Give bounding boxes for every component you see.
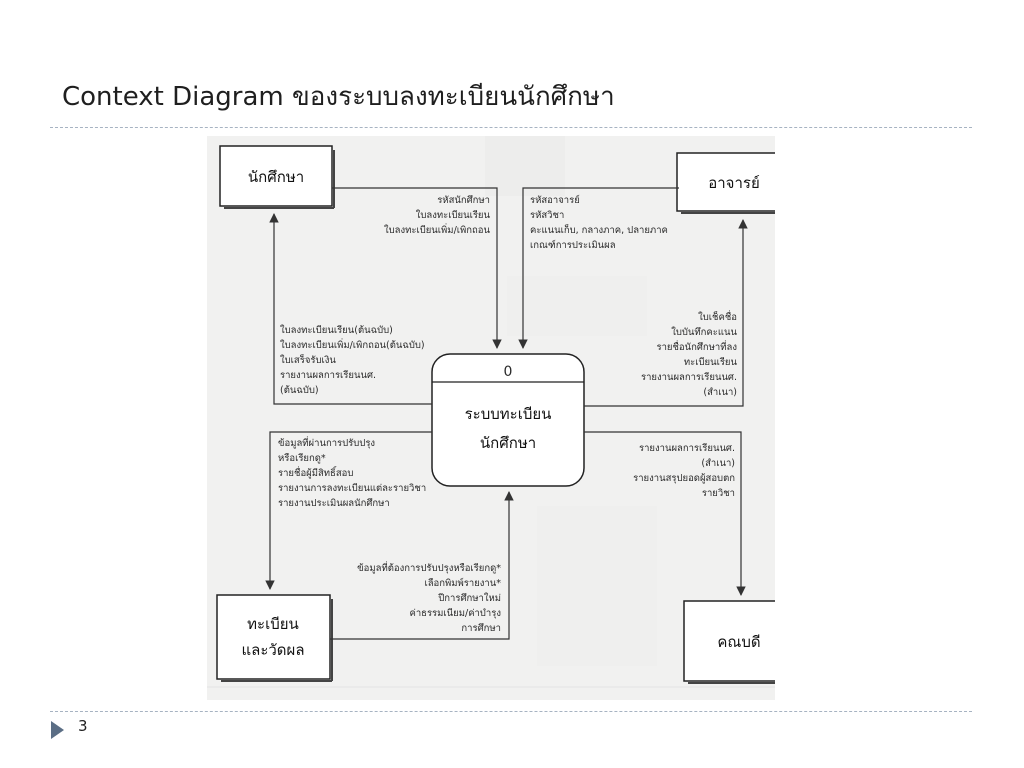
page-number: 3 (78, 717, 88, 735)
flow-text: ใบบันทึกคะแนน (671, 326, 737, 338)
flow-text: รายงานผลการเรียนนศ. (280, 369, 376, 381)
process-label-2: นักศึกษา (480, 434, 536, 452)
entity-faculty-label: คณบดี (717, 633, 760, 651)
flow-text: ใบเสร็จรับเงิน (280, 353, 336, 366)
flow-line-system-to-teacher (584, 219, 748, 407)
entity-registrar-label-1: ทะเบียน (247, 615, 299, 633)
flow-text: ทะเบียนเรียน (684, 356, 738, 368)
flow-text: เกณฑ์การประเมินผล (530, 239, 616, 251)
entity-registrar-label-2: และวัดผล (241, 641, 304, 659)
flow-text: รายงานสรุปยอดผู้สอบตก (633, 473, 735, 484)
flow-label-teacher-to-system: รหัสอาจารย์ รหัสวิชา คะแนนเก็บ, กลางภาค,… (530, 194, 668, 251)
flow-text: ใบลงทะเบียนเพิ่ม/เพิกถอน(ต้นฉบับ) (280, 338, 425, 351)
entity-student-label: นักศึกษา (248, 168, 304, 186)
flow-label-system-to-faculty: รายงานผลการเรียนนศ. (สำเนา) รายงานสรุปยอ… (633, 442, 735, 499)
flow-text: รายงานผลการเรียนนศ. (639, 442, 735, 454)
entity-student: นักศึกษา (219, 145, 335, 209)
title-divider (50, 127, 972, 128)
flow-text: เลือกพิมพ์รายงาน* (424, 577, 501, 589)
flow-text: รายชื่อผู้มีสิทธิ์สอบ (278, 465, 353, 479)
flow-text: รายวิชา (702, 488, 735, 499)
context-diagram: นักศึกษา อาจารย์ ทะเบียน และวัดผล คณบดี … (207, 136, 775, 700)
flow-text: (สำเนา) (701, 458, 735, 469)
flow-text: (ต้นฉบับ) (280, 385, 319, 396)
flow-text: การศึกษา (461, 623, 501, 634)
flow-line-student-to-system (332, 187, 502, 349)
process-registration-system: 0 ระบบทะเบียน นักศึกษา (431, 353, 585, 487)
flow-label-system-to-teacher: ใบเช็คชื่อ ใบบันทึกคะแนน รายชื่อนักศึกษา… (641, 310, 738, 398)
flow-line-system-to-registrar (265, 431, 432, 590)
flow-text: รหัสวิชา (530, 210, 564, 221)
flow-line-teacher-to-system (518, 187, 679, 349)
flow-text: คะแนนเก็บ, กลางภาค, ปลายภาค (530, 223, 668, 236)
flow-text: ค่าธรรมเนียม/ค่าบำรุง (409, 607, 501, 619)
process-label-1: ระบบทะเบียน (465, 405, 552, 423)
flow-text: รายงานประเมินผลนักศึกษา (278, 498, 390, 509)
flow-label-student-to-system: รหัสนักศึกษา ใบลงทะเบียนเรียน ใบลงทะเบีย… (384, 195, 491, 236)
flow-text: ปีการศึกษาใหม่ (437, 592, 501, 604)
footer-divider (50, 711, 972, 712)
entity-teacher-label: อาจารย์ (708, 174, 760, 192)
context-diagram-svg: นักศึกษา อาจารย์ ทะเบียน และวัดผล คณบดี … (207, 136, 775, 700)
flow-text: ใบลงทะเบียนเรียน(ต้นฉบับ) (280, 324, 393, 336)
flow-text: รายชื่อนักศึกษาที่ลง (656, 340, 737, 353)
flow-text: (สำเนา) (703, 387, 737, 398)
flow-label-system-to-student: ใบลงทะเบียนเรียน(ต้นฉบับ) ใบลงทะเบียนเพิ… (280, 324, 425, 396)
flow-label-system-to-registrar: ข้อมูลที่ผ่านการปรับปรุง หรือเรียกดู* รา… (278, 436, 426, 509)
flow-text: รายงานการลงทะเบียนแต่ละรายวิชา (278, 482, 426, 494)
flow-text: ข้อมูลที่ผ่านการปรับปรุง (278, 436, 375, 449)
flow-text: รายงานผลการเรียนนศ. (641, 371, 737, 383)
bullet-triangle-icon (51, 721, 64, 739)
slide-title: Context Diagram ของระบบลงทะเบียนนักศึกษา (62, 82, 615, 112)
flow-text: รหัสอาจารย์ (530, 194, 580, 206)
process-number: 0 (504, 364, 513, 380)
flow-line-system-to-faculty (584, 431, 746, 596)
flow-line-system-to-student (269, 213, 432, 405)
flow-text: ใบเช็คชื่อ (698, 310, 737, 323)
flow-text: ใบลงทะเบียนเรียน (416, 209, 491, 221)
entity-faculty: คณบดี (683, 600, 775, 684)
flow-text: ใบลงทะเบียนเพิ่ม/เพิกถอน (384, 223, 491, 236)
entity-teacher: อาจารย์ (676, 152, 775, 214)
flow-line-registrar-to-system (330, 491, 514, 640)
entity-registrar: ทะเบียน และวัดผล (216, 594, 333, 682)
flow-text: รหัสนักศึกษา (437, 195, 490, 206)
flow-text: ข้อมูลที่ต้องการปรับปรุงหรือเรียกดู* (357, 561, 501, 574)
flow-text: หรือเรียกดู* (278, 452, 326, 464)
flow-label-registrar-to-system: ข้อมูลที่ต้องการปรับปรุงหรือเรียกดู* เลื… (357, 561, 501, 634)
